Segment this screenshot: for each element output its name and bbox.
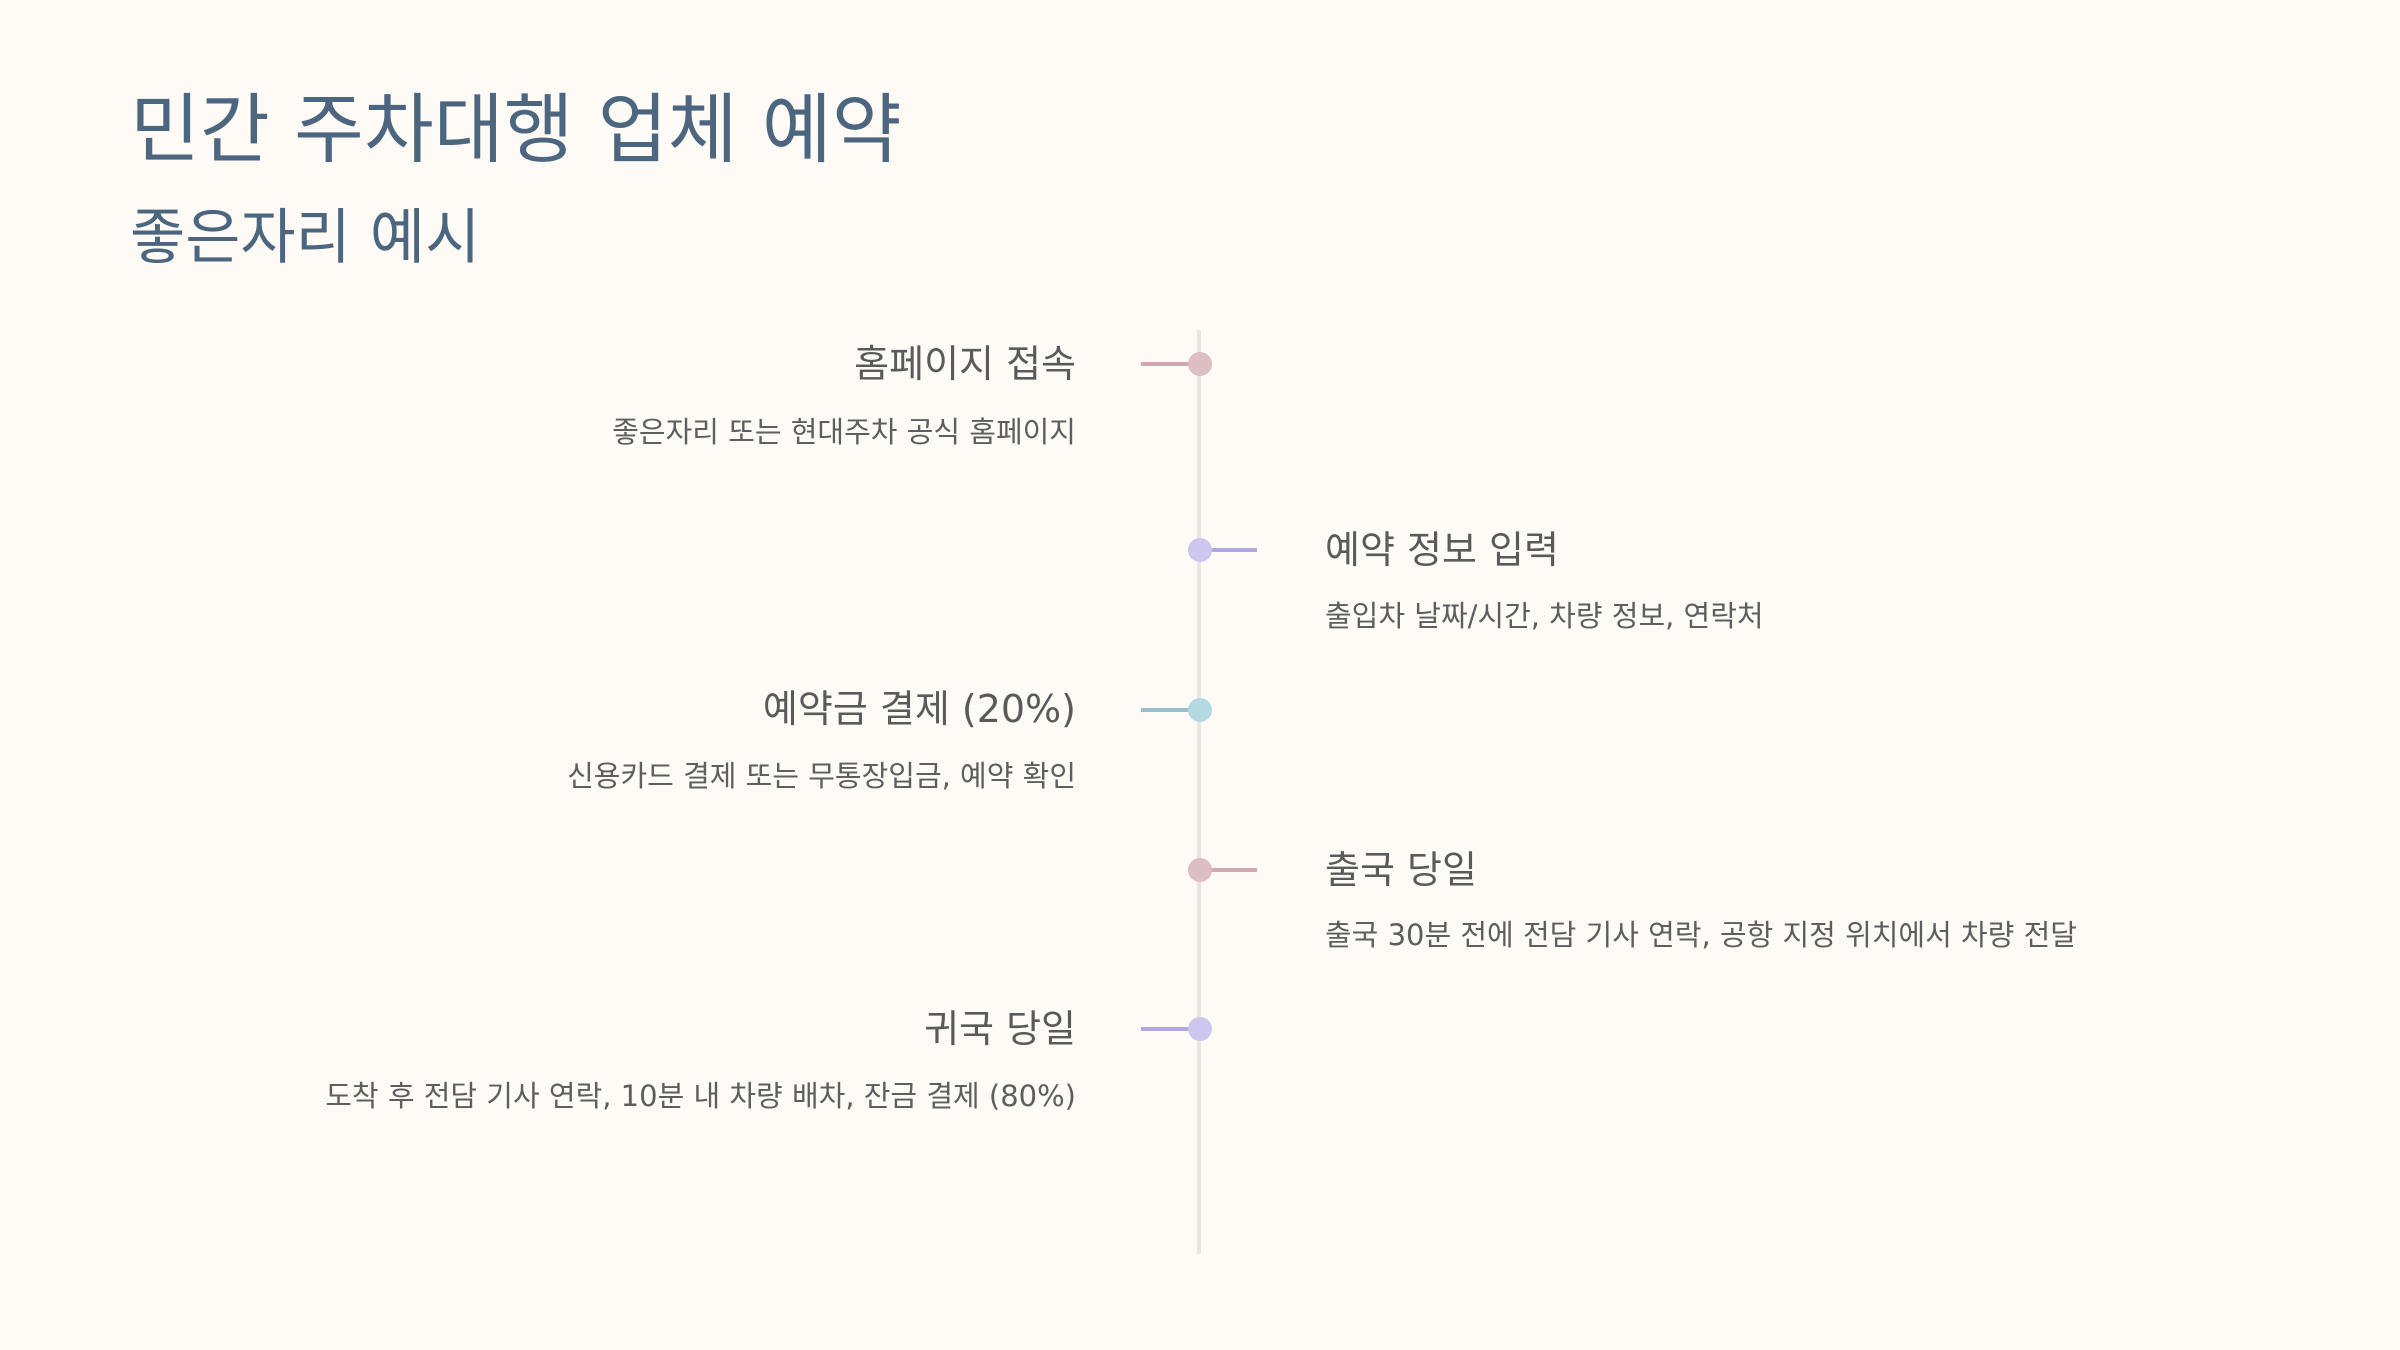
step-4-description: 출국 30분 전에 전담 기사 연락, 공항 지정 위치에서 차량 전달 xyxy=(1325,918,2077,952)
step-5-connector xyxy=(1141,1027,1199,1031)
step-5-marker xyxy=(1188,1017,1212,1041)
step-3-description: 신용카드 결제 또는 무통장입금, 예약 확인 xyxy=(567,759,1076,793)
step-5-title: 귀국 당일 xyxy=(924,1007,1076,1051)
step-4-title: 출국 당일 xyxy=(1325,848,1477,892)
step-4-connector xyxy=(1199,868,1257,872)
step-2-title: 예약 정보 입력 xyxy=(1325,528,1559,572)
timeline-axis xyxy=(1197,330,1201,1254)
step-1-title: 홈페이지 접속 xyxy=(854,342,1076,386)
page-subtitle: 좋은자리 예시 xyxy=(130,203,481,273)
step-4-marker xyxy=(1188,858,1212,882)
page-title: 민간 주차대행 업체 예약 xyxy=(130,85,902,174)
step-3-connector xyxy=(1141,708,1199,712)
step-2-connector xyxy=(1199,548,1257,552)
step-2-description: 출입차 날짜/시간, 차량 정보, 연락처 xyxy=(1325,599,1764,633)
step-1-connector xyxy=(1141,362,1199,366)
step-5-description: 도착 후 전담 기사 연락, 10분 내 차량 배차, 잔금 결제 (80%) xyxy=(325,1079,1076,1113)
step-2-marker xyxy=(1188,538,1212,562)
step-3-marker xyxy=(1188,698,1212,722)
step-1-description: 좋은자리 또는 현대주차 공식 홈페이지 xyxy=(612,415,1076,449)
step-1-marker xyxy=(1188,352,1212,376)
step-3-title: 예약금 결제 (20%) xyxy=(762,687,1076,731)
